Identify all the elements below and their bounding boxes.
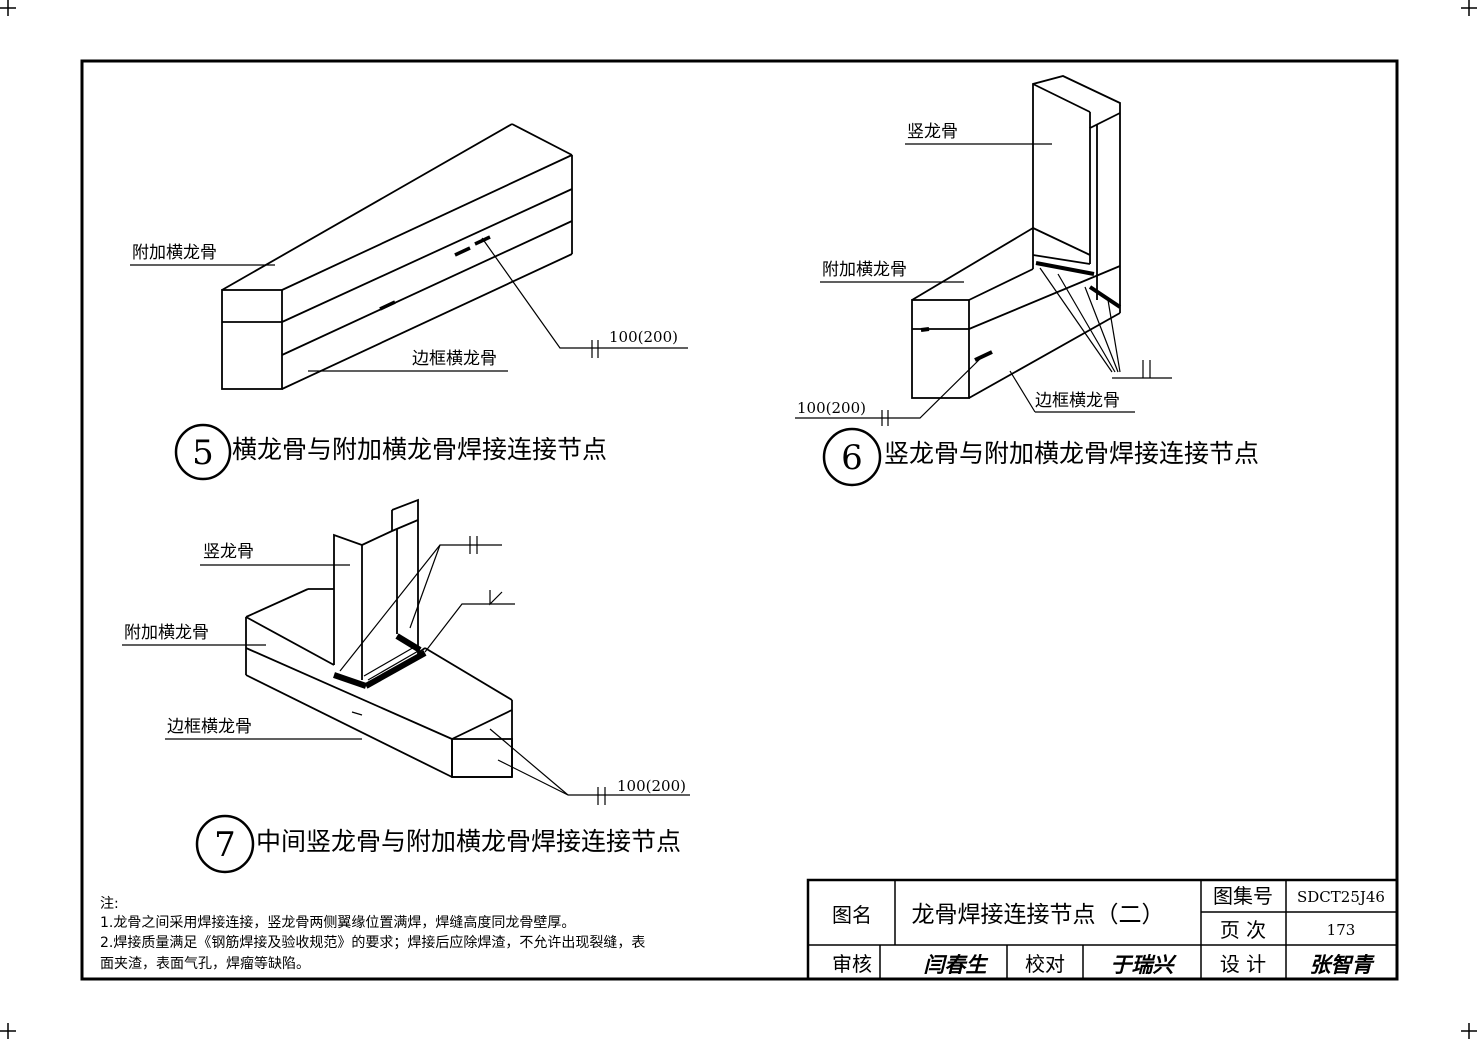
title-block-review-label: 审核 [832,952,872,976]
detail-6-title: 竖龙骨与附加横龙骨焊接连接节点 [884,439,1259,468]
notes-line-3: 面夹渣，表面气孔，焊瘤等缺陷。 [100,955,310,972]
detail-5-title: 横龙骨与附加横龙骨焊接连接节点 [232,435,607,464]
title-block-design-signature: 张智青 [1310,952,1376,977]
detail-7-box [245,588,513,778]
detail-5-weld-marks [379,235,491,311]
detail-7-label-frame: 边框横龙骨 [167,717,252,737]
detail-5-label-add: 附加横龙骨 [132,243,217,263]
title-block-atlas-label: 图集号 [1213,884,1273,908]
detail-5-leaders [130,237,688,372]
title-block-page-label: 页 次 [1220,918,1266,942]
notes-heading: 注: [100,896,119,912]
detail-7-title: 中间竖龙骨与附加横龙骨焊接连接节点 [256,827,681,856]
title-block-name-label: 图名 [832,903,872,927]
notes-line-2: 2.焊接质量满足《钢筋焊接及验收规范》的要求；焊接后应除焊渣，不允许出现裂缝，表 [100,934,645,951]
detail-7-weld-hatch [363,645,423,684]
title-block-name-value: 龙骨焊接连接节点（二） [912,902,1165,928]
drawing-frame [80,59,1399,981]
title-block-review-signature: 闫春生 [924,952,989,977]
detail-5-number: 5 [192,433,214,473]
title-block-check-signature: 于瑞兴 [1111,952,1178,977]
detail-7-leaders [122,536,690,805]
detail-6-box [911,227,1121,399]
detail-7-label-vert: 竖龙骨 [203,542,254,562]
title-block-check-label: 校对 [1025,952,1065,976]
detail-7-dim: 100(200) [617,777,686,795]
title-block-design-label: 设 计 [1220,952,1266,976]
detail-7-label-add: 附加横龙骨 [124,623,209,643]
notes: 注: 1.龙骨之间采用焊接连接，竖龙骨两侧翼缘位置满焊，焊缝高度同龙骨壁厚。 2… [100,896,645,972]
detail-6-label-add: 附加横龙骨 [822,260,907,280]
detail-6-vertical-stud [1032,75,1121,313]
detail-7-number: 7 [214,825,236,865]
detail-5-number-circle [174,423,232,481]
detail-6 [795,75,1172,487]
title-block-atlas-value: SDCT25J46 [1297,888,1385,906]
detail-5-dim: 100(200) [609,328,678,346]
detail-6-label-vert: 竖龙骨 [907,122,958,142]
detail-7-number-circle [195,814,255,874]
detail-6-number: 6 [841,438,863,478]
detail-6-label-frame: 边框横龙骨 [1035,391,1120,411]
detail-7 [122,498,690,874]
detail-7-vertical-stud [333,498,426,680]
detail-6-leaders [795,143,1172,426]
detail-6-number-circle [822,427,882,487]
detail-5 [130,123,688,481]
detail-5-label-frame: 边框横龙骨 [412,349,497,369]
detail-5-box [221,123,573,390]
detail-6-dim: 100(200) [797,399,866,417]
notes-line-1: 1.龙骨之间采用焊接连接，竖龙骨两侧翼缘位置满焊，焊缝高度同龙骨壁厚。 [100,914,575,931]
title-block-page-value: 173 [1327,921,1356,939]
title-block [806,878,1399,981]
